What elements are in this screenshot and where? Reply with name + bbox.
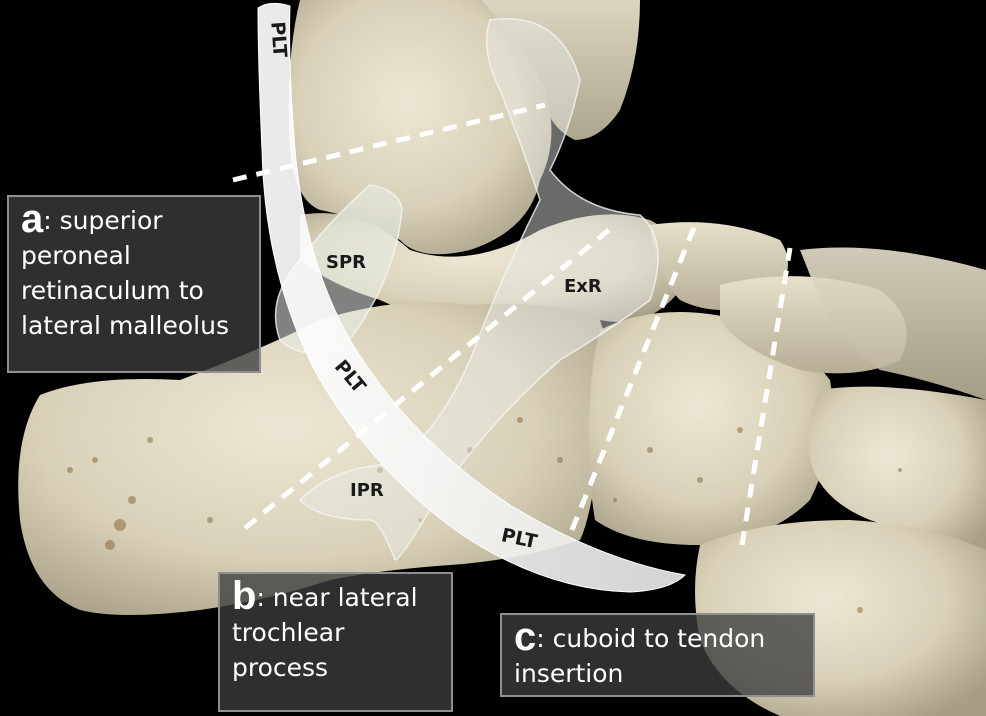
callout-a-line-4: lateral malleolus [21, 311, 229, 340]
fibula-bone [480, 0, 640, 140]
bone-texture [67, 417, 902, 613]
callout-b-text-1: : near lateral [256, 583, 418, 612]
callout-a-text-1: : superior [43, 206, 163, 235]
boundary-line-b [243, 223, 617, 530]
callout-b-line-2: trochlear [232, 618, 345, 647]
extensor-retinaculum [298, 18, 659, 561]
calcaneus-bone [18, 302, 610, 615]
callout-b-line-3: process [232, 653, 329, 682]
callout-a-line-2: peroneal [21, 241, 131, 270]
callout-c-text-1: : cuboid to tendon [536, 624, 766, 653]
plt-label-top: PLT [266, 21, 290, 58]
callout-a-line-3: retinaculum to [21, 276, 204, 305]
ipr-label: IPR [350, 480, 384, 501]
callout-c-cuboid-to-insertion: c: cuboid to tendon insertion [500, 613, 815, 697]
callout-a-letter: a [21, 197, 44, 241]
callout-c-line-2: insertion [514, 659, 624, 688]
callout-b-letter: b [232, 574, 257, 618]
boundary-line-a-top [232, 102, 546, 183]
callout-b-line-1: b: near lateral [232, 576, 441, 616]
forefoot-bones [800, 247, 986, 400]
spr-label: SPR [326, 252, 366, 273]
callout-c-line-1: c: cuboid to tendon [514, 617, 803, 657]
metatarsal-bones [808, 386, 986, 560]
callout-c-letter: c [514, 615, 537, 659]
tibia-bone [288, 0, 552, 255]
peroneus-longus-tendon [257, 2, 687, 593]
boundary-line-c1 [569, 224, 698, 531]
callout-a-line-1: a: superior [21, 199, 249, 239]
exr-label: ExR [564, 276, 602, 297]
boundary-line-c2 [739, 247, 793, 546]
callout-a-superior-peroneal-retinaculum: a: superior peroneal retinaculum to late… [7, 195, 261, 373]
callout-b-lateral-trochlear-process: b: near lateral trochlear process [218, 572, 453, 712]
zone-boundary-lines [232, 102, 793, 546]
